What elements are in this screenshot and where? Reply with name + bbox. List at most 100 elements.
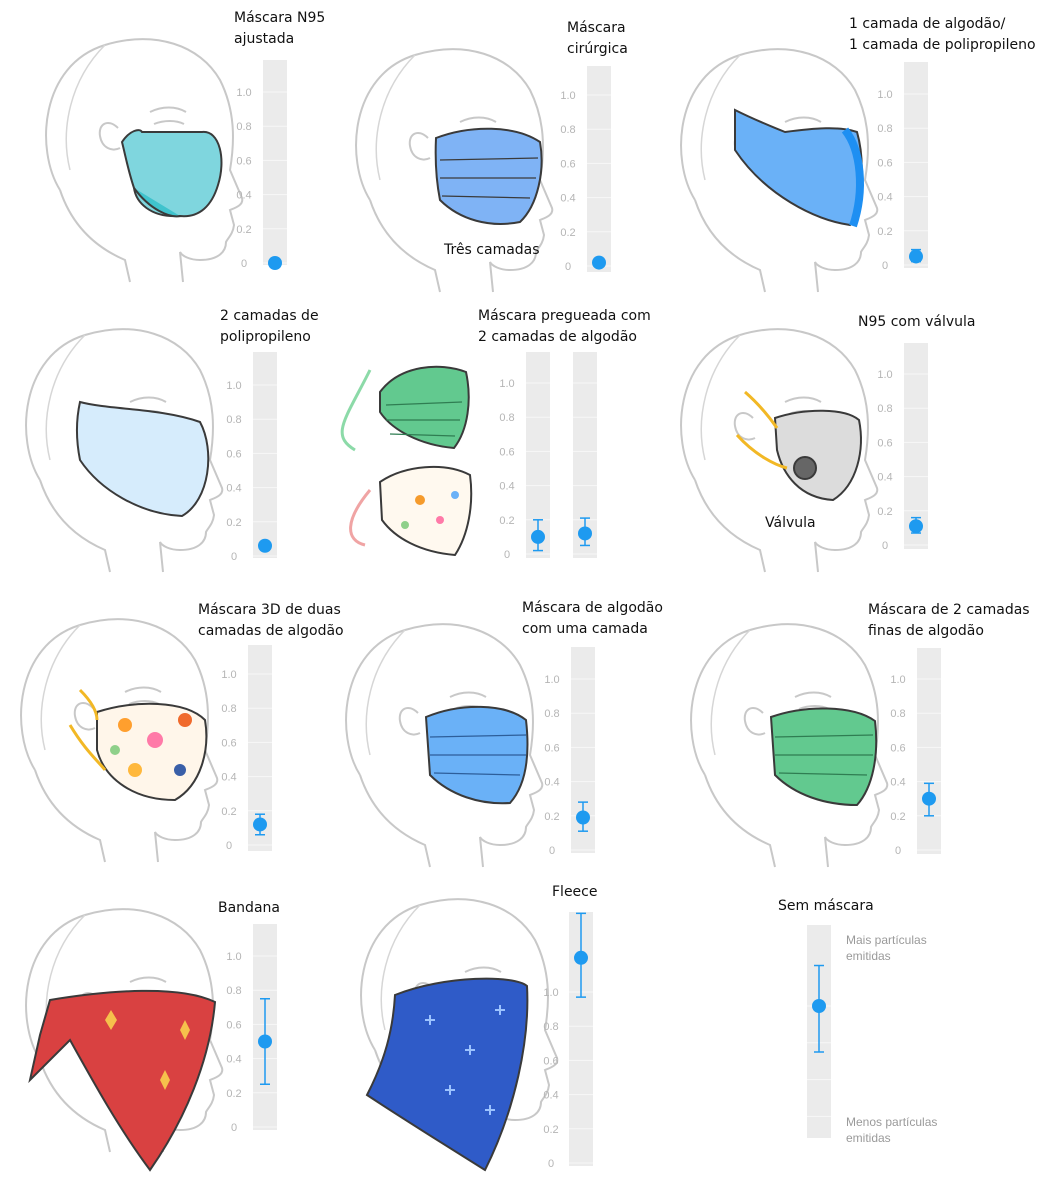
tick-label: 1.0	[221, 669, 236, 681]
tick-label: 0.2	[226, 1088, 241, 1100]
tick-label: 0.8	[890, 708, 905, 720]
tick-label: 0.2	[560, 227, 575, 239]
tick-label: 1.0	[560, 90, 575, 102]
tick-label: 0.6	[877, 437, 892, 449]
title-cotton-pp: 1 camada de algodão/ 1 camada de polipro…	[849, 16, 1036, 53]
tick-label: 0.6	[226, 1019, 241, 1031]
title-fleece: Fleece	[552, 884, 598, 900]
tick-label: 1.0	[877, 369, 892, 381]
tick-label: 0.4	[499, 481, 514, 493]
data-point	[268, 256, 282, 270]
head-n95valve	[680, 328, 879, 573]
tick-label: 1.0	[877, 89, 892, 101]
callout-three-layers: Três camadas	[444, 242, 540, 258]
title-nomask: Sem máscara	[778, 898, 874, 914]
title-cotton3d: Máscara 3D de duas camadas de algodão	[198, 602, 344, 639]
tick-label: 0.2	[877, 506, 892, 518]
tick-label: 0.4	[226, 1054, 241, 1066]
title-pleated: Máscara pregueada com 2 camadas de algod…	[478, 308, 651, 345]
tick-label: 0	[231, 551, 237, 563]
title-cotton1: Máscara de algodão com uma camada	[522, 600, 663, 637]
tick-label: 0.8	[221, 703, 236, 715]
tick-label: 0.4	[560, 193, 575, 205]
tick-label: 0	[504, 549, 510, 561]
tick-label: 0.4	[890, 777, 905, 789]
data-point	[578, 526, 592, 541]
tick-label: 0.6	[221, 737, 236, 749]
tick-label: 0.2	[890, 811, 905, 823]
head-cotton3d	[20, 618, 219, 863]
track-bar	[904, 62, 928, 268]
tick-label: 0	[549, 845, 555, 857]
tick-label: 0.4	[226, 483, 241, 495]
title-surgical: Máscara cirúrgica	[567, 20, 628, 57]
tick-label: 1.0	[226, 951, 241, 963]
tick-label: 0.2	[226, 517, 241, 529]
data-point	[258, 1034, 272, 1049]
tick-label: 0.6	[560, 158, 575, 170]
tick-label: 0.4	[221, 772, 236, 784]
tick-label: 0.8	[877, 123, 892, 135]
data-point	[576, 810, 590, 825]
tick-label: 0.4	[877, 192, 892, 204]
tick-label: 0.8	[499, 412, 514, 424]
tick-label: 0.2	[236, 224, 251, 236]
callout-valve: Válvula	[765, 515, 816, 531]
track-bar	[917, 648, 941, 854]
track-bar	[587, 66, 611, 272]
tick-label: 0.2	[499, 515, 514, 527]
tick-label: 0	[895, 845, 901, 857]
head-cotton1	[345, 623, 544, 868]
tick-label: 0.4	[544, 777, 559, 789]
data-point	[592, 255, 606, 270]
head-cotton-pp	[680, 48, 879, 293]
tick-label: 0.8	[877, 403, 892, 415]
tick-label: 0.6	[236, 155, 251, 167]
tick-label: 0.4	[236, 190, 251, 202]
tick-label: 1.0	[226, 380, 241, 392]
tick-label: 1.0	[543, 987, 558, 999]
tick-label: 0	[231, 1122, 237, 1134]
data-point	[253, 817, 267, 832]
title-n95valve: N95 com válvula	[858, 314, 976, 330]
head-bandana	[25, 908, 224, 1172]
title-pp2: 2 camadas de polipropileno	[220, 308, 319, 345]
tick-label: 0	[226, 840, 232, 852]
tick-label: 0.8	[236, 121, 251, 133]
tick-label: 0.4	[543, 1090, 558, 1102]
tick-label: 0.8	[544, 708, 559, 720]
tick-label: 0.6	[877, 157, 892, 169]
tick-label: 0.2	[543, 1124, 558, 1136]
tick-label: 1.0	[890, 674, 905, 686]
data-point	[922, 791, 936, 806]
tick-label: 0.2	[544, 811, 559, 823]
track-bar	[263, 60, 287, 265]
data-point	[812, 999, 826, 1013]
note-less-particles: Menos partículas emitidas	[846, 1115, 938, 1145]
data-point	[909, 519, 923, 534]
head-surgical	[355, 48, 554, 293]
tick-label: 1.0	[544, 674, 559, 686]
head-pp2	[25, 328, 224, 573]
tick-label: 0	[565, 261, 571, 273]
tick-label: 0	[882, 540, 888, 552]
data-point	[531, 529, 545, 544]
pleated-masks	[340, 365, 473, 557]
tick-label: 0.8	[560, 124, 575, 136]
note-more-particles: Mais partículas emitidas	[846, 933, 927, 963]
tick-label: 0.6	[499, 446, 514, 458]
head-thin2	[690, 623, 889, 868]
tick-label: 0	[548, 1158, 554, 1170]
title-bandana: Bandana	[218, 900, 280, 916]
title-n95: Máscara N95 ajustada	[234, 10, 326, 47]
track-bar	[253, 352, 277, 558]
tick-label: 0	[882, 260, 888, 272]
data-point	[574, 950, 588, 965]
tick-label: 0.2	[877, 226, 892, 238]
tick-label: 0.2	[221, 806, 236, 818]
title-thin2: Máscara de 2 camadas finas de algodão	[868, 602, 1030, 639]
tick-label: 0.8	[543, 1021, 558, 1033]
head-fleece	[360, 898, 559, 1172]
